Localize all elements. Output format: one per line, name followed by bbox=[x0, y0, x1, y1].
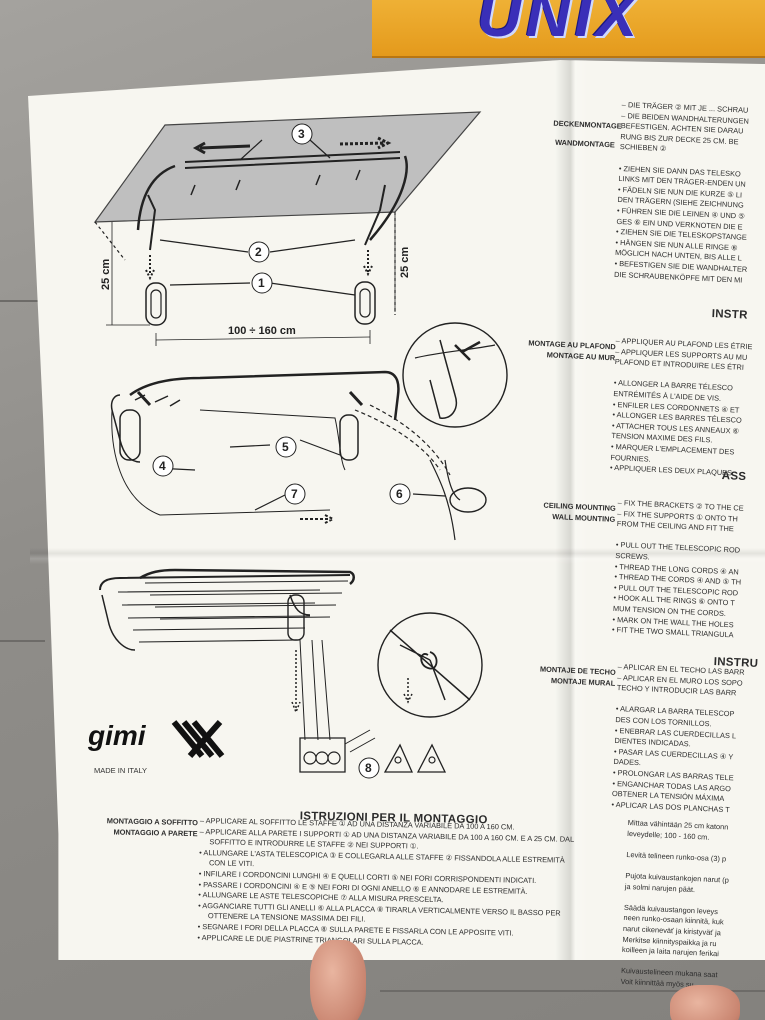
tension-plate bbox=[299, 737, 346, 773]
french-title: INSTR bbox=[711, 308, 748, 322]
italian-label-ceiling: MONTAGGIO A SOFFITTO bbox=[106, 816, 198, 828]
callout-8: 8 bbox=[365, 761, 372, 775]
sheet-fold-horizontal bbox=[30, 548, 765, 564]
gimi-logo: gimi bbox=[84, 716, 230, 768]
finger-right bbox=[670, 985, 740, 1020]
english-body: – FIX THE BRACKETS ② TO THE CE – FIX THE… bbox=[612, 498, 745, 641]
gimi-logo-word: gimi bbox=[88, 720, 146, 751]
callout-7: 7 bbox=[291, 487, 298, 501]
english-labels: CEILING MOUNTING WALL MOUNTING bbox=[529, 500, 616, 525]
telescopic-rod bbox=[184, 151, 401, 169]
english-title: ASS bbox=[721, 470, 747, 484]
finnish-body: Mittaa vähintään 25 cm katonn leveydelle… bbox=[620, 818, 731, 992]
rack-frame bbox=[129, 370, 400, 421]
dimension-width: 100 ÷ 160 cm bbox=[228, 325, 296, 337]
callout-1: 1 bbox=[258, 276, 265, 290]
spanish-body: – APLICAR EN EL TECHO LAS BARR – APLICAR… bbox=[611, 662, 744, 816]
tile-grout bbox=[0, 300, 60, 302]
sheet-fold-vertical bbox=[555, 60, 589, 960]
made-in-italy: MADE IN ITALY bbox=[94, 766, 148, 775]
tile-grout bbox=[0, 640, 45, 642]
product-box: UNIX bbox=[372, 0, 765, 58]
italian-label-wall: MONTAGGIO A PARETE bbox=[113, 827, 198, 838]
detail-circle-top bbox=[402, 322, 508, 428]
callout-2: 2 bbox=[255, 245, 262, 259]
dimension-height-left: 25 cm bbox=[100, 259, 112, 290]
tile-grout bbox=[380, 990, 765, 992]
french-body: – APPLIQUER AU PLAFOND LES ÉTRIE – APPLI… bbox=[610, 336, 753, 480]
italian-body: – APPLICARE AL SOFFITTO LE STAFFE ① AD U… bbox=[197, 816, 574, 951]
completed-rack bbox=[139, 568, 355, 585]
german-labels: DECKENMONTAGE WANDMONTAGE bbox=[539, 118, 622, 151]
ring bbox=[449, 487, 487, 513]
callout-6: 6 bbox=[396, 487, 403, 501]
cord-short bbox=[199, 409, 346, 471]
german-body: – DIE TRÄGER ② MIT JE ... SCHRAU – DIE B… bbox=[614, 100, 755, 286]
spanish-labels: MONTAJE DE TECHO MONTAJE MURAL bbox=[529, 664, 616, 689]
cord-long bbox=[111, 409, 331, 516]
detail-circle-bottom bbox=[377, 612, 483, 718]
wall-support-left bbox=[145, 282, 167, 326]
dimension-height-right: 25 cm bbox=[399, 247, 411, 278]
gimi-logo-mark bbox=[171, 720, 225, 758]
finger-left bbox=[310, 940, 366, 1020]
wall-support-right bbox=[354, 281, 376, 325]
box-brand-logo: UNIX bbox=[477, 0, 642, 50]
french-labels: MONTAGE AU PLAFOND MONTAGE AU MUR bbox=[519, 338, 616, 364]
callout-numbers: 1 2 3 4 5 6 7 8 bbox=[152, 123, 411, 779]
callout-5: 5 bbox=[282, 440, 289, 454]
callout-3: 3 bbox=[298, 127, 305, 141]
italian-labels: MONTAGGIO A SOFFITTO MONTAGGIO A PARETE bbox=[92, 816, 198, 839]
callout-4: 4 bbox=[159, 459, 166, 473]
